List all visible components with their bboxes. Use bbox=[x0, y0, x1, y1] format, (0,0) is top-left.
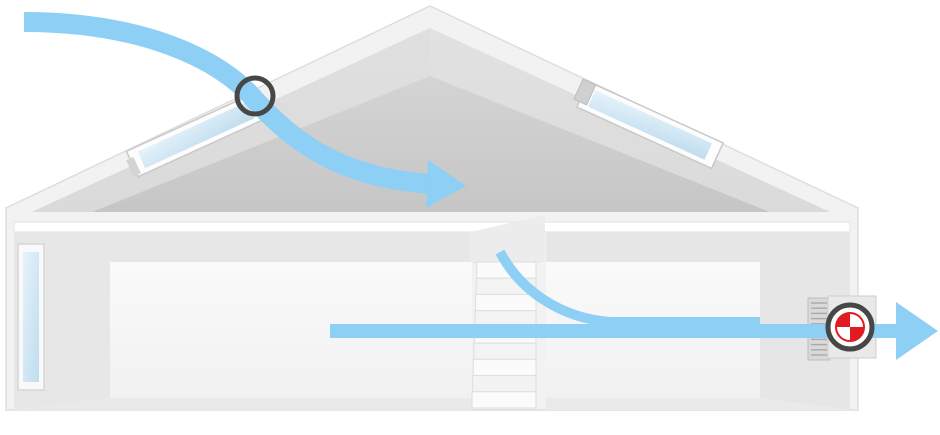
wall-window-left bbox=[17, 243, 45, 391]
stair-step bbox=[471, 391, 537, 409]
stair-step bbox=[472, 358, 537, 377]
intake-flow-arrow bbox=[23, 12, 466, 208]
stair-step bbox=[473, 342, 537, 360]
red-white-fan-icon bbox=[835, 312, 865, 342]
stair-step bbox=[472, 375, 537, 393]
roof-window-left bbox=[125, 92, 267, 178]
intake-ring bbox=[234, 75, 276, 117]
exhaust-flow-arrow bbox=[330, 302, 938, 360]
roof-window-right bbox=[573, 78, 725, 170]
staircase bbox=[470, 215, 545, 409]
stair-step bbox=[475, 293, 537, 312]
stair-flow-arrow bbox=[495, 249, 760, 327]
